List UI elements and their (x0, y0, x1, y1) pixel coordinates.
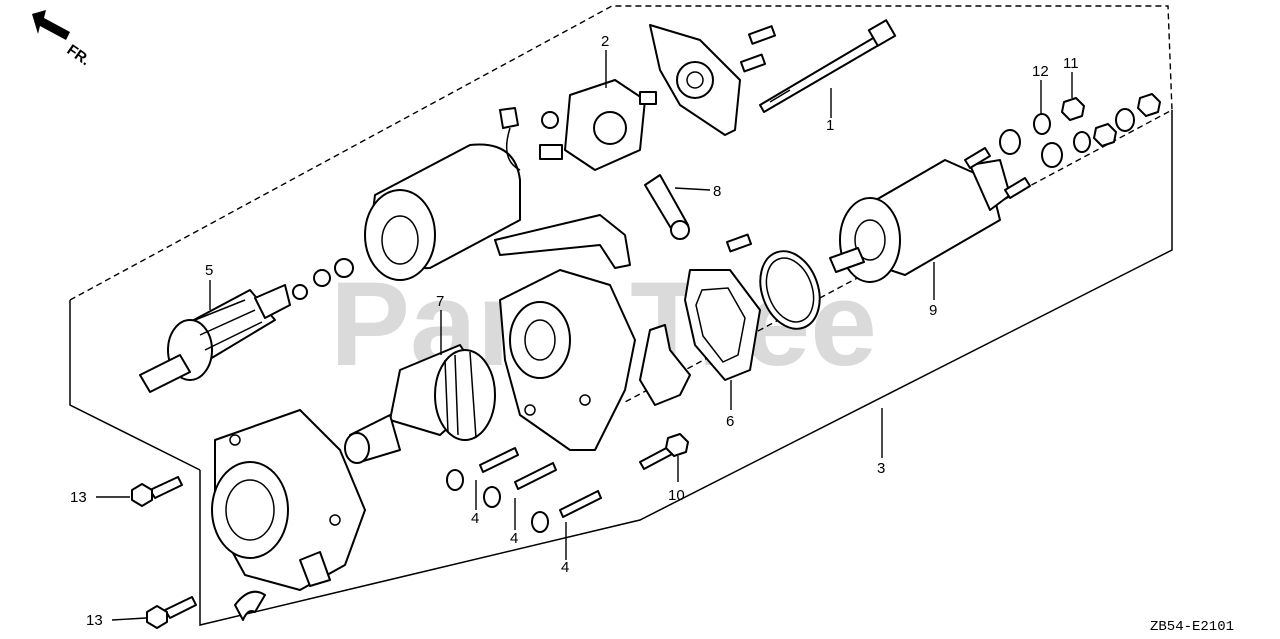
overrunning-clutch (344, 344, 496, 464)
terminal-washers (999, 113, 1091, 168)
callout-8: 8 (713, 183, 721, 200)
callout-11: 11 (1063, 55, 1079, 72)
through-bolt (759, 19, 897, 113)
dust-boot (234, 590, 266, 621)
callout-10: 10 (668, 487, 685, 504)
callout-3: 3 (877, 460, 885, 477)
shift-lever (639, 324, 691, 406)
callout-4b: 4 (510, 530, 518, 547)
front-direction-label: FR. (64, 41, 94, 69)
housing-bolt-upper (131, 476, 183, 507)
rear-end-plate (649, 24, 741, 136)
callout-2: 2 (601, 33, 609, 50)
front-direction-arrow-icon (32, 10, 70, 40)
brush-holder (539, 79, 657, 171)
collar-bolt-set (446, 447, 602, 533)
callout-6: 6 (726, 413, 734, 430)
callout-9: 9 (929, 302, 937, 319)
o-ring (759, 250, 821, 330)
drawing-code: ZB54-E2101 (1150, 619, 1234, 635)
solenoid (829, 159, 1011, 283)
callout-12: 12 (1032, 63, 1049, 80)
drive-end-housing (211, 409, 366, 591)
gasket-screw (725, 233, 753, 253)
yoke-housing (364, 107, 631, 281)
brush-lead (644, 174, 690, 240)
callout-leader-lines (96, 50, 1073, 621)
callout-1: 1 (826, 117, 834, 134)
armature-washers (292, 258, 354, 300)
armature (139, 284, 291, 393)
assembly-frame-lower (199, 110, 1173, 626)
callout-4a: 4 (471, 510, 479, 527)
callout-4c: 4 (561, 559, 569, 576)
callout-13b: 13 (86, 612, 103, 629)
callout-5: 5 (205, 262, 213, 279)
assembly-frame-left (69, 300, 201, 471)
callout-7: 7 (436, 293, 444, 310)
plate-screws (739, 25, 776, 73)
callout-13a: 13 (70, 489, 87, 506)
gasket (684, 269, 761, 381)
solenoid-terminal-bolts (964, 147, 1031, 199)
solenoid-mount-bolt (639, 433, 689, 470)
housing-bolt-lower (146, 596, 197, 629)
terminal-nuts (1061, 93, 1161, 147)
center-housing (499, 269, 636, 451)
